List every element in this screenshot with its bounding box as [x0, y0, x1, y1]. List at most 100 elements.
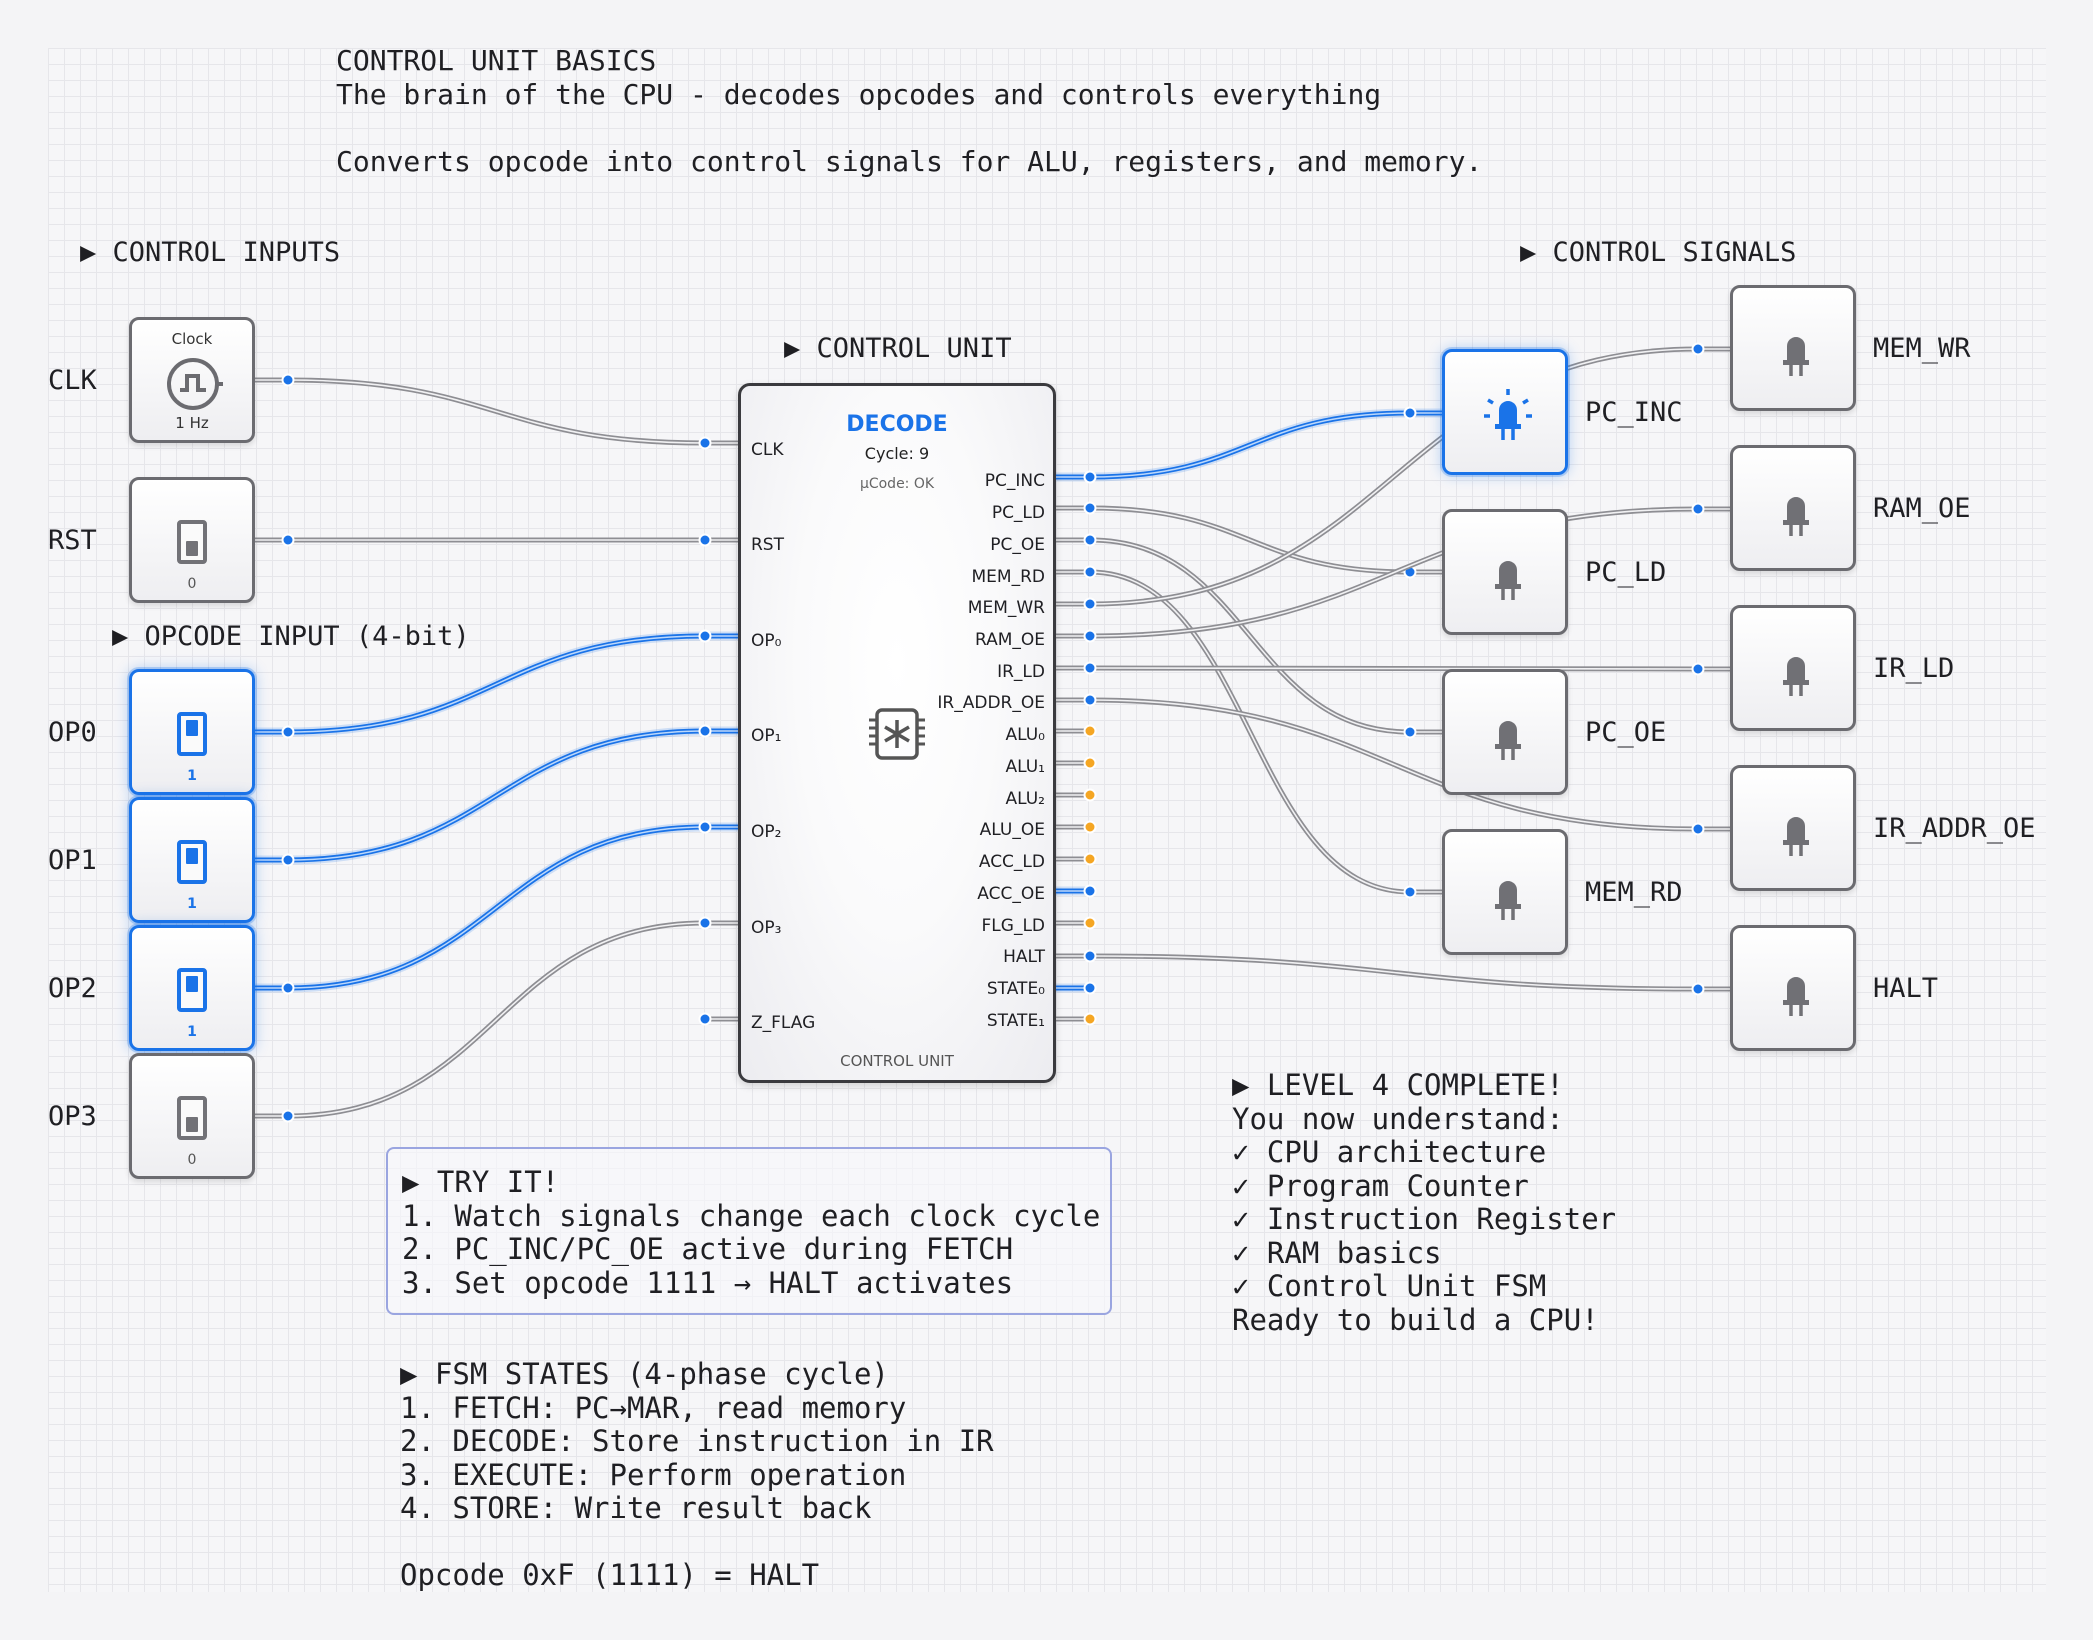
- header-subtitle: The brain of the CPU - decodes opcodes a…: [336, 78, 1382, 111]
- opcode-switch-op2[interactable]: 1: [129, 925, 255, 1051]
- wire-op2-end-dot: [698, 820, 712, 834]
- wire-pc-ld-start-dot: [1083, 501, 1097, 515]
- opcode-switch-op3[interactable]: 0: [129, 1053, 255, 1179]
- pin-dot-state1: [1083, 1012, 1097, 1026]
- led-bulb-icon: [1783, 497, 1809, 536]
- pin-dot-alu0: [1083, 724, 1097, 738]
- wire-ram-oe-start-dot: [1083, 629, 1097, 643]
- led-ir-ld[interactable]: [1730, 605, 1856, 731]
- signal-label-mem-rd: MEM_RD: [1585, 877, 1683, 908]
- control-unit-chip[interactable]: DECODE Cycle: 9 µCode: OK CLK RST OP₀ OP…: [738, 383, 1056, 1083]
- section-control-inputs: ▶ CONTROL INPUTS: [80, 237, 341, 268]
- chip-ucode-status: µCode: OK: [859, 476, 935, 492]
- signal-label-ir-ld: IR_LD: [1873, 653, 1955, 684]
- pin-right-alu-oe: ALU_OE: [979, 820, 1045, 840]
- led-bulb-icon: [1783, 817, 1809, 856]
- switch-value: 1: [187, 1024, 197, 1040]
- pin-right-state1: STATE₁: [986, 1011, 1045, 1031]
- try-it-box: [386, 1147, 1112, 1315]
- led-ir-addr-oe[interactable]: [1730, 765, 1856, 891]
- wire-mem-wr-end-dot: [1691, 342, 1705, 356]
- pin-dot-alu-oe: [1083, 820, 1097, 834]
- header-title: CONTROL UNIT BASICS: [336, 44, 657, 77]
- pin-left-clk: CLK: [751, 440, 784, 460]
- switch-value: 1: [187, 896, 197, 912]
- wire-clk-start-dot: [281, 373, 295, 387]
- pin-right-flg-ld: FLG_LD: [981, 916, 1045, 936]
- pin-dot-alu2: [1083, 788, 1097, 802]
- pin-right-ir-addr-oe: IR_ADDR_OE: [937, 693, 1045, 713]
- led-bulb-icon: [1495, 721, 1521, 760]
- chip-title: DECODE: [846, 412, 948, 437]
- try-it-text: ▶ TRY IT! 1. Watch signals change each c…: [402, 1165, 1101, 1300]
- wire-pc-oe-start-dot: [1083, 533, 1097, 547]
- wire-op0-core: [287, 635, 706, 733]
- wire-op2-start-dot: [281, 981, 295, 995]
- led-bulb-icon: [1783, 977, 1809, 1016]
- section-opcode-input: ▶ OPCODE INPUT (4-bit): [112, 621, 470, 652]
- wire-ram-oe-core: [1089, 508, 1699, 637]
- chip-icon: [869, 708, 925, 760]
- opcode-switch-op0[interactable]: 1: [129, 669, 255, 795]
- wire-pc-inc-start-dot: [1083, 470, 1097, 484]
- led-pc-inc[interactable]: [1442, 349, 1568, 475]
- signal-label-pc-ld: PC_LD: [1585, 557, 1667, 588]
- pin-left-op3: OP₃: [751, 918, 782, 938]
- led-mem-rd[interactable]: [1442, 829, 1568, 955]
- wire-mem-wr-core: [1089, 348, 1699, 605]
- led-mem-wr[interactable]: [1730, 285, 1856, 411]
- signal-label-pc-oe: PC_OE: [1585, 717, 1667, 748]
- pin-right-mem-rd: MEM_RD: [971, 567, 1045, 587]
- clock-wave-icon: [167, 358, 223, 410]
- toggle-switch-icon: [177, 968, 207, 1012]
- opcode-switch-op1[interactable]: 1: [129, 797, 255, 923]
- wire-clk-core: [287, 379, 706, 444]
- wire-rst-start-dot: [281, 533, 295, 547]
- led-pc-oe[interactable]: [1442, 669, 1568, 795]
- led-ram-oe[interactable]: [1730, 445, 1856, 571]
- pin-left-z-flag: Z_FLAG: [751, 1013, 816, 1033]
- pin-right-pc-inc: PC_INC: [984, 471, 1045, 491]
- toggle-switch-icon: [177, 712, 207, 756]
- wire-ir-ld-end-dot: [1691, 662, 1705, 676]
- led-bulb-icon: [1783, 657, 1809, 696]
- wire-pc-inc-end-dot: [1403, 406, 1417, 420]
- switch-value: 0: [187, 576, 197, 592]
- wire-pc-oe-end-dot: [1403, 725, 1417, 739]
- pin-right-alu0: ALU₀: [1005, 725, 1045, 745]
- wire-op2-core: [287, 826, 706, 989]
- wire-op0-start-dot: [281, 725, 295, 739]
- signal-label-pc-inc: PC_INC: [1585, 397, 1683, 428]
- wire-ir-addr-oe-end-dot: [1691, 822, 1705, 836]
- wire-mem-wr-start-dot: [1083, 597, 1097, 611]
- input-label-clk: CLK: [48, 365, 97, 396]
- clock-title: Clock: [171, 330, 213, 348]
- pin-right-ram-oe: RAM_OE: [974, 630, 1045, 650]
- led-pc-ld[interactable]: [1442, 509, 1568, 635]
- wire-halt-start-dot: [1083, 949, 1097, 963]
- signal-label-ir-addr-oe: IR_ADDR_OE: [1873, 813, 2036, 844]
- toggle-switch-icon: [177, 840, 207, 884]
- led-bulb-icon: [1495, 881, 1521, 920]
- led-halt[interactable]: [1730, 925, 1856, 1051]
- wire-z-flag-dot: [698, 1012, 712, 1026]
- pin-right-alu1: ALU₁: [1005, 757, 1045, 777]
- signal-label-mem-wr: MEM_WR: [1873, 333, 1971, 364]
- wire-ir-ld-core: [1089, 667, 1699, 670]
- clock-input[interactable]: Clock 1 Hz: [129, 317, 255, 443]
- wire-mem-rd-core: [1089, 571, 1411, 893]
- reset-switch[interactable]: 0: [129, 477, 255, 603]
- wire-mem-rd-start-dot: [1083, 565, 1097, 579]
- signal-label-halt: HALT: [1873, 973, 1939, 1004]
- pin-dot-state0: [1083, 981, 1097, 995]
- fsm-states-text: ▶ FSM STATES (4-phase cycle) 1. FETCH: P…: [400, 1357, 994, 1592]
- led-bulb-icon: [1484, 389, 1532, 440]
- wire-pc-ld-core: [1089, 507, 1411, 573]
- section-control-signals: ▶ CONTROL SIGNALS: [1520, 237, 1797, 268]
- wire-ir-addr-oe-core: [1089, 699, 1699, 830]
- section-control-unit: ▶ CONTROL UNIT: [784, 333, 1012, 364]
- level-complete-text: ▶ LEVEL 4 COMPLETE! You now understand: …: [1232, 1068, 1617, 1337]
- wire-op1-core: [287, 730, 706, 861]
- pin-dot-flg-ld: [1083, 916, 1097, 930]
- chip-footer: CONTROL UNIT: [840, 1052, 954, 1070]
